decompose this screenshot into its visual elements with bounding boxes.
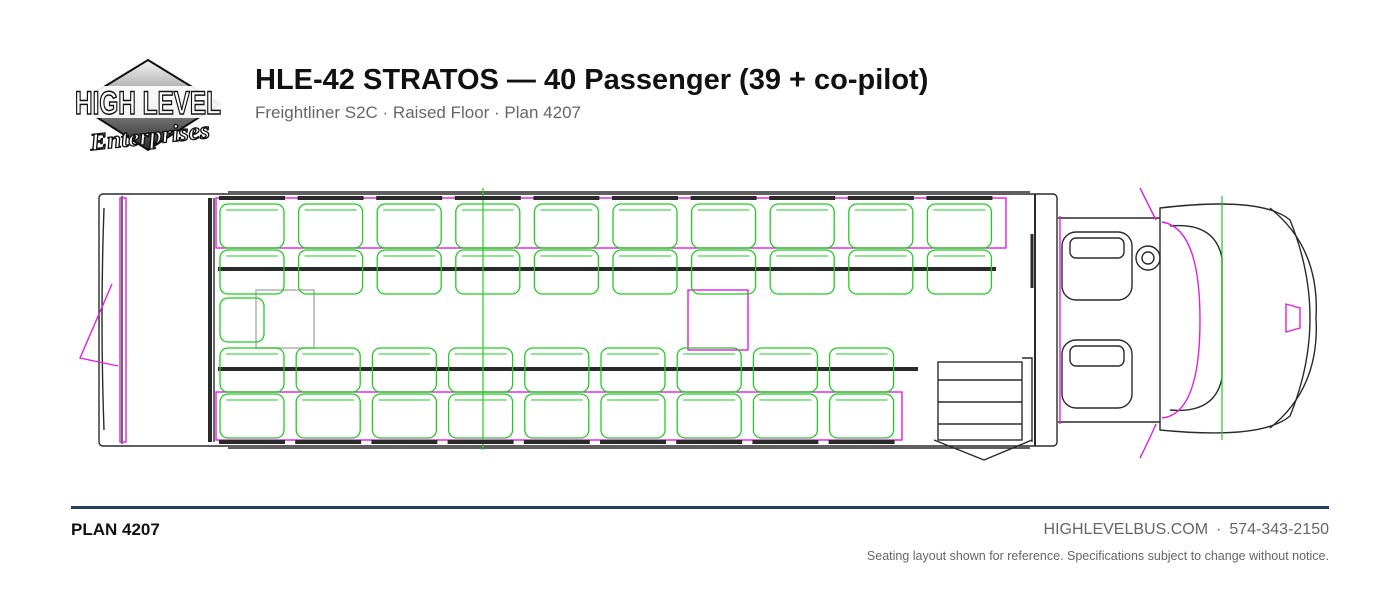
seat-upper-aisle — [926, 249, 993, 295]
seat-upper-window — [848, 203, 914, 249]
website-link[interactable]: HIGHLEVELBUS.COM — [1043, 521, 1209, 538]
window-frame-lower — [447, 440, 514, 444]
seat-lower-window — [524, 393, 590, 439]
seat-upper-aisle — [219, 249, 285, 295]
seat-upper-aisle — [769, 249, 835, 295]
seat-upper-window — [690, 203, 757, 249]
seat-upper-aisle — [848, 249, 914, 295]
window-frame-upper — [533, 196, 600, 200]
window-frame-upper — [454, 196, 521, 200]
seat-upper-window — [533, 203, 600, 249]
contact-separator: · — [1216, 521, 1222, 538]
disclaimer-text: Seating layout shown for reference. Spec… — [866, 549, 1329, 563]
seat-upper-window — [769, 203, 835, 249]
seat-single — [219, 297, 265, 343]
seat-lower-window — [828, 393, 895, 439]
seat-upper-window — [376, 203, 442, 249]
seat-lower-window — [447, 393, 514, 439]
plan-number: PLAN 4207 — [71, 520, 160, 539]
seat-lower-window — [752, 393, 819, 439]
window-frame-upper — [612, 196, 678, 200]
window-frame-lower — [752, 440, 819, 444]
company-logo: HIGH LEVEL Enterprises — [70, 58, 226, 162]
window-frame-upper — [376, 196, 443, 200]
seat-lower-window — [219, 393, 285, 439]
seat-lower-aisle — [600, 347, 666, 393]
window-frame-lower — [676, 440, 743, 444]
window-frame-lower — [523, 440, 590, 444]
seat-lower-window — [676, 393, 742, 439]
seating-diagram — [0, 168, 1400, 468]
seat-lower-aisle — [828, 347, 895, 393]
window-frame-upper — [219, 196, 285, 200]
seat-lower-aisle — [752, 347, 819, 393]
window-frame-lower — [600, 440, 666, 444]
window-frame-lower — [295, 440, 362, 444]
seat-lower-aisle — [295, 347, 361, 393]
bus-body-outline — [98, 191, 1317, 461]
footer-divider — [71, 506, 1329, 509]
page-subtitle: Freightliner S2C · Raised Floor · Plan 4… — [255, 103, 581, 122]
seat-lower-window — [371, 393, 438, 439]
window-frame-upper — [847, 196, 914, 200]
seat-upper-window — [612, 203, 678, 249]
seat-lower-aisle — [676, 347, 742, 393]
seat-lower-aisle — [524, 347, 590, 393]
seat-lower-aisle — [219, 347, 285, 393]
seat-lower-aisle — [371, 347, 438, 393]
seat-lower-window — [600, 393, 666, 439]
seat-upper-window — [219, 203, 285, 249]
seat-upper-aisle — [533, 249, 600, 295]
seat-lower-window — [295, 393, 361, 439]
contact-info: HIGHLEVELBUS.COM · 574-343-2150 — [1044, 521, 1329, 539]
reference-markers — [79, 187, 1301, 459]
seat-upper-aisle — [376, 249, 442, 295]
seat-upper-aisle — [297, 249, 364, 295]
seat-upper-aisle — [690, 249, 757, 295]
window-frame-upper — [297, 196, 364, 200]
logo-line1: HIGH LEVEL — [75, 85, 221, 121]
passenger-seats — [219, 196, 993, 444]
window-frame-lower — [371, 440, 438, 444]
seat-upper-window — [926, 203, 993, 249]
window-frame-lower — [219, 440, 285, 444]
phone-number[interactable]: 574-343-2150 — [1229, 521, 1329, 538]
seat-upper-aisle — [455, 249, 521, 295]
seat-lower-aisle — [447, 347, 514, 393]
page-title: HLE-42 STRATOS — 40 Passenger (39 + co-p… — [255, 64, 929, 96]
window-frame-lower — [828, 440, 895, 444]
window-frame-upper — [926, 196, 993, 200]
window-frame-upper — [769, 196, 836, 200]
window-frame-upper — [690, 196, 757, 200]
seat-upper-aisle — [612, 249, 678, 295]
seat-upper-window — [455, 203, 521, 249]
seat-upper-window — [297, 203, 364, 249]
